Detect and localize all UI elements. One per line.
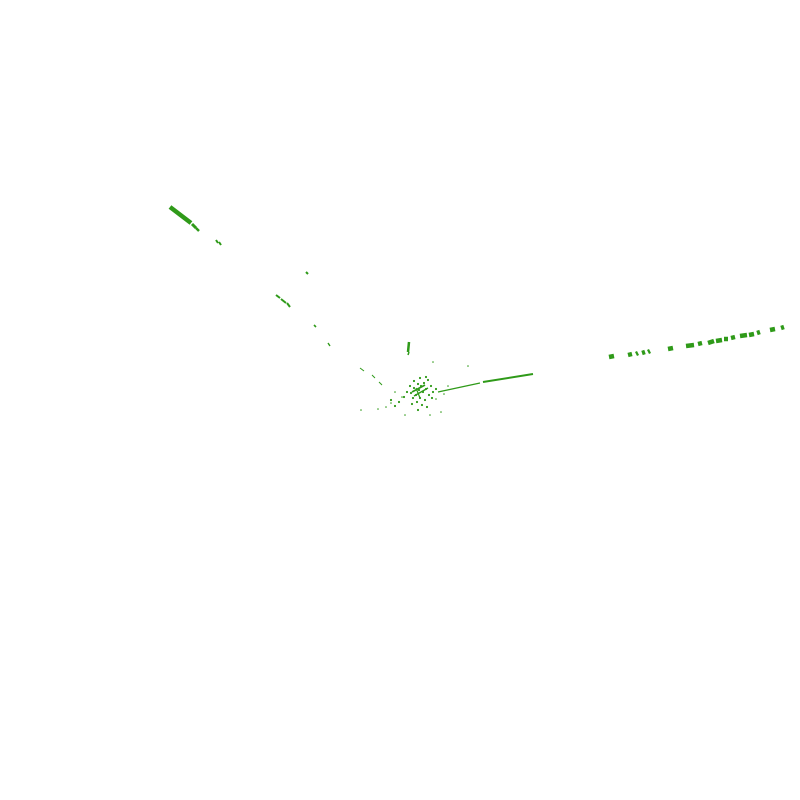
hit-point bbox=[447, 385, 449, 387]
hit-point bbox=[443, 393, 445, 395]
hit-point bbox=[416, 408, 420, 412]
track-segment-right-outer bbox=[715, 337, 723, 344]
hit-point bbox=[432, 361, 434, 363]
track-segment-right-outer bbox=[646, 348, 652, 355]
track-segment-vertex bbox=[413, 387, 429, 397]
hit-point bbox=[424, 375, 428, 379]
track-segment-upper-left bbox=[195, 227, 200, 232]
hit-point bbox=[429, 384, 433, 388]
hit-point bbox=[393, 404, 397, 408]
track-segment-right-outer bbox=[697, 340, 703, 347]
track-segment-right-outer bbox=[707, 338, 715, 346]
track-segment-upper-left bbox=[168, 205, 193, 225]
track-segment-stub bbox=[406, 341, 411, 353]
hit-point bbox=[408, 384, 412, 388]
hit-point bbox=[412, 386, 416, 390]
hit-point bbox=[385, 406, 387, 408]
track-segment-upper-left bbox=[313, 324, 317, 328]
track-segment-vertex bbox=[415, 387, 421, 399]
hit-point bbox=[430, 396, 434, 400]
hit-point bbox=[434, 387, 438, 391]
track-segment-right-outer bbox=[608, 353, 615, 360]
track-segment-upper-left bbox=[286, 302, 291, 308]
hit-point bbox=[397, 400, 401, 404]
track-segment-upper-left bbox=[378, 381, 383, 386]
track-segment-right-outer bbox=[627, 351, 633, 358]
track-segment-upper-left bbox=[275, 294, 281, 299]
hit-point bbox=[390, 402, 392, 404]
track-segment-right-inner bbox=[437, 382, 481, 393]
track-segment-right-outer bbox=[748, 331, 755, 338]
track-segment-right-outer bbox=[634, 350, 640, 357]
hit-point bbox=[429, 414, 431, 416]
hit-point bbox=[467, 365, 469, 367]
track-segment-stub bbox=[407, 351, 410, 356]
hit-point bbox=[405, 390, 409, 394]
hit-point bbox=[409, 391, 413, 395]
track-segment-upper-left bbox=[215, 239, 219, 244]
hit-point bbox=[427, 393, 431, 397]
hit-point bbox=[360, 409, 362, 411]
hit-point bbox=[425, 405, 429, 409]
hit-point bbox=[416, 382, 420, 386]
hit-point bbox=[431, 390, 435, 394]
track-segment-upper-left bbox=[371, 374, 376, 379]
track-segment-upper-left bbox=[218, 241, 222, 246]
hit-point bbox=[440, 411, 442, 413]
hit-point bbox=[394, 391, 396, 393]
hit-point bbox=[402, 395, 406, 399]
hit-point bbox=[389, 398, 393, 402]
hit-point bbox=[377, 408, 379, 410]
track-segment-right-outer bbox=[739, 332, 748, 339]
track-segment-upper-left bbox=[305, 271, 309, 275]
track-segment-right-outer bbox=[730, 334, 736, 341]
hit-point bbox=[435, 398, 437, 400]
track-segment-upper-left bbox=[327, 342, 331, 347]
hit-point bbox=[404, 414, 406, 416]
track-segment-upper-left bbox=[280, 298, 287, 304]
track-segment-upper-left bbox=[190, 222, 198, 230]
hit-point bbox=[422, 381, 426, 385]
hit-point bbox=[420, 403, 424, 407]
hit-point bbox=[415, 400, 419, 404]
track-segment-right-outer bbox=[685, 342, 695, 349]
hit-point bbox=[418, 376, 422, 380]
hit-point bbox=[410, 402, 414, 406]
track-segment-right-outer bbox=[769, 326, 776, 333]
track-segment-right-outer bbox=[780, 324, 785, 331]
track-segment-upper-left bbox=[359, 367, 365, 372]
hit-point bbox=[412, 379, 416, 383]
track-segment-right-outer bbox=[756, 329, 761, 336]
track-segment-right-inner bbox=[482, 373, 534, 383]
track-segment-right-outer bbox=[641, 349, 646, 356]
track-segment-right-outer bbox=[667, 345, 674, 352]
track-segment-vertex bbox=[411, 384, 426, 393]
hit-point bbox=[411, 396, 415, 400]
hit-point bbox=[423, 398, 427, 402]
hit-point bbox=[426, 378, 430, 382]
track-marks-group bbox=[168, 205, 785, 416]
hit-point bbox=[401, 396, 403, 398]
